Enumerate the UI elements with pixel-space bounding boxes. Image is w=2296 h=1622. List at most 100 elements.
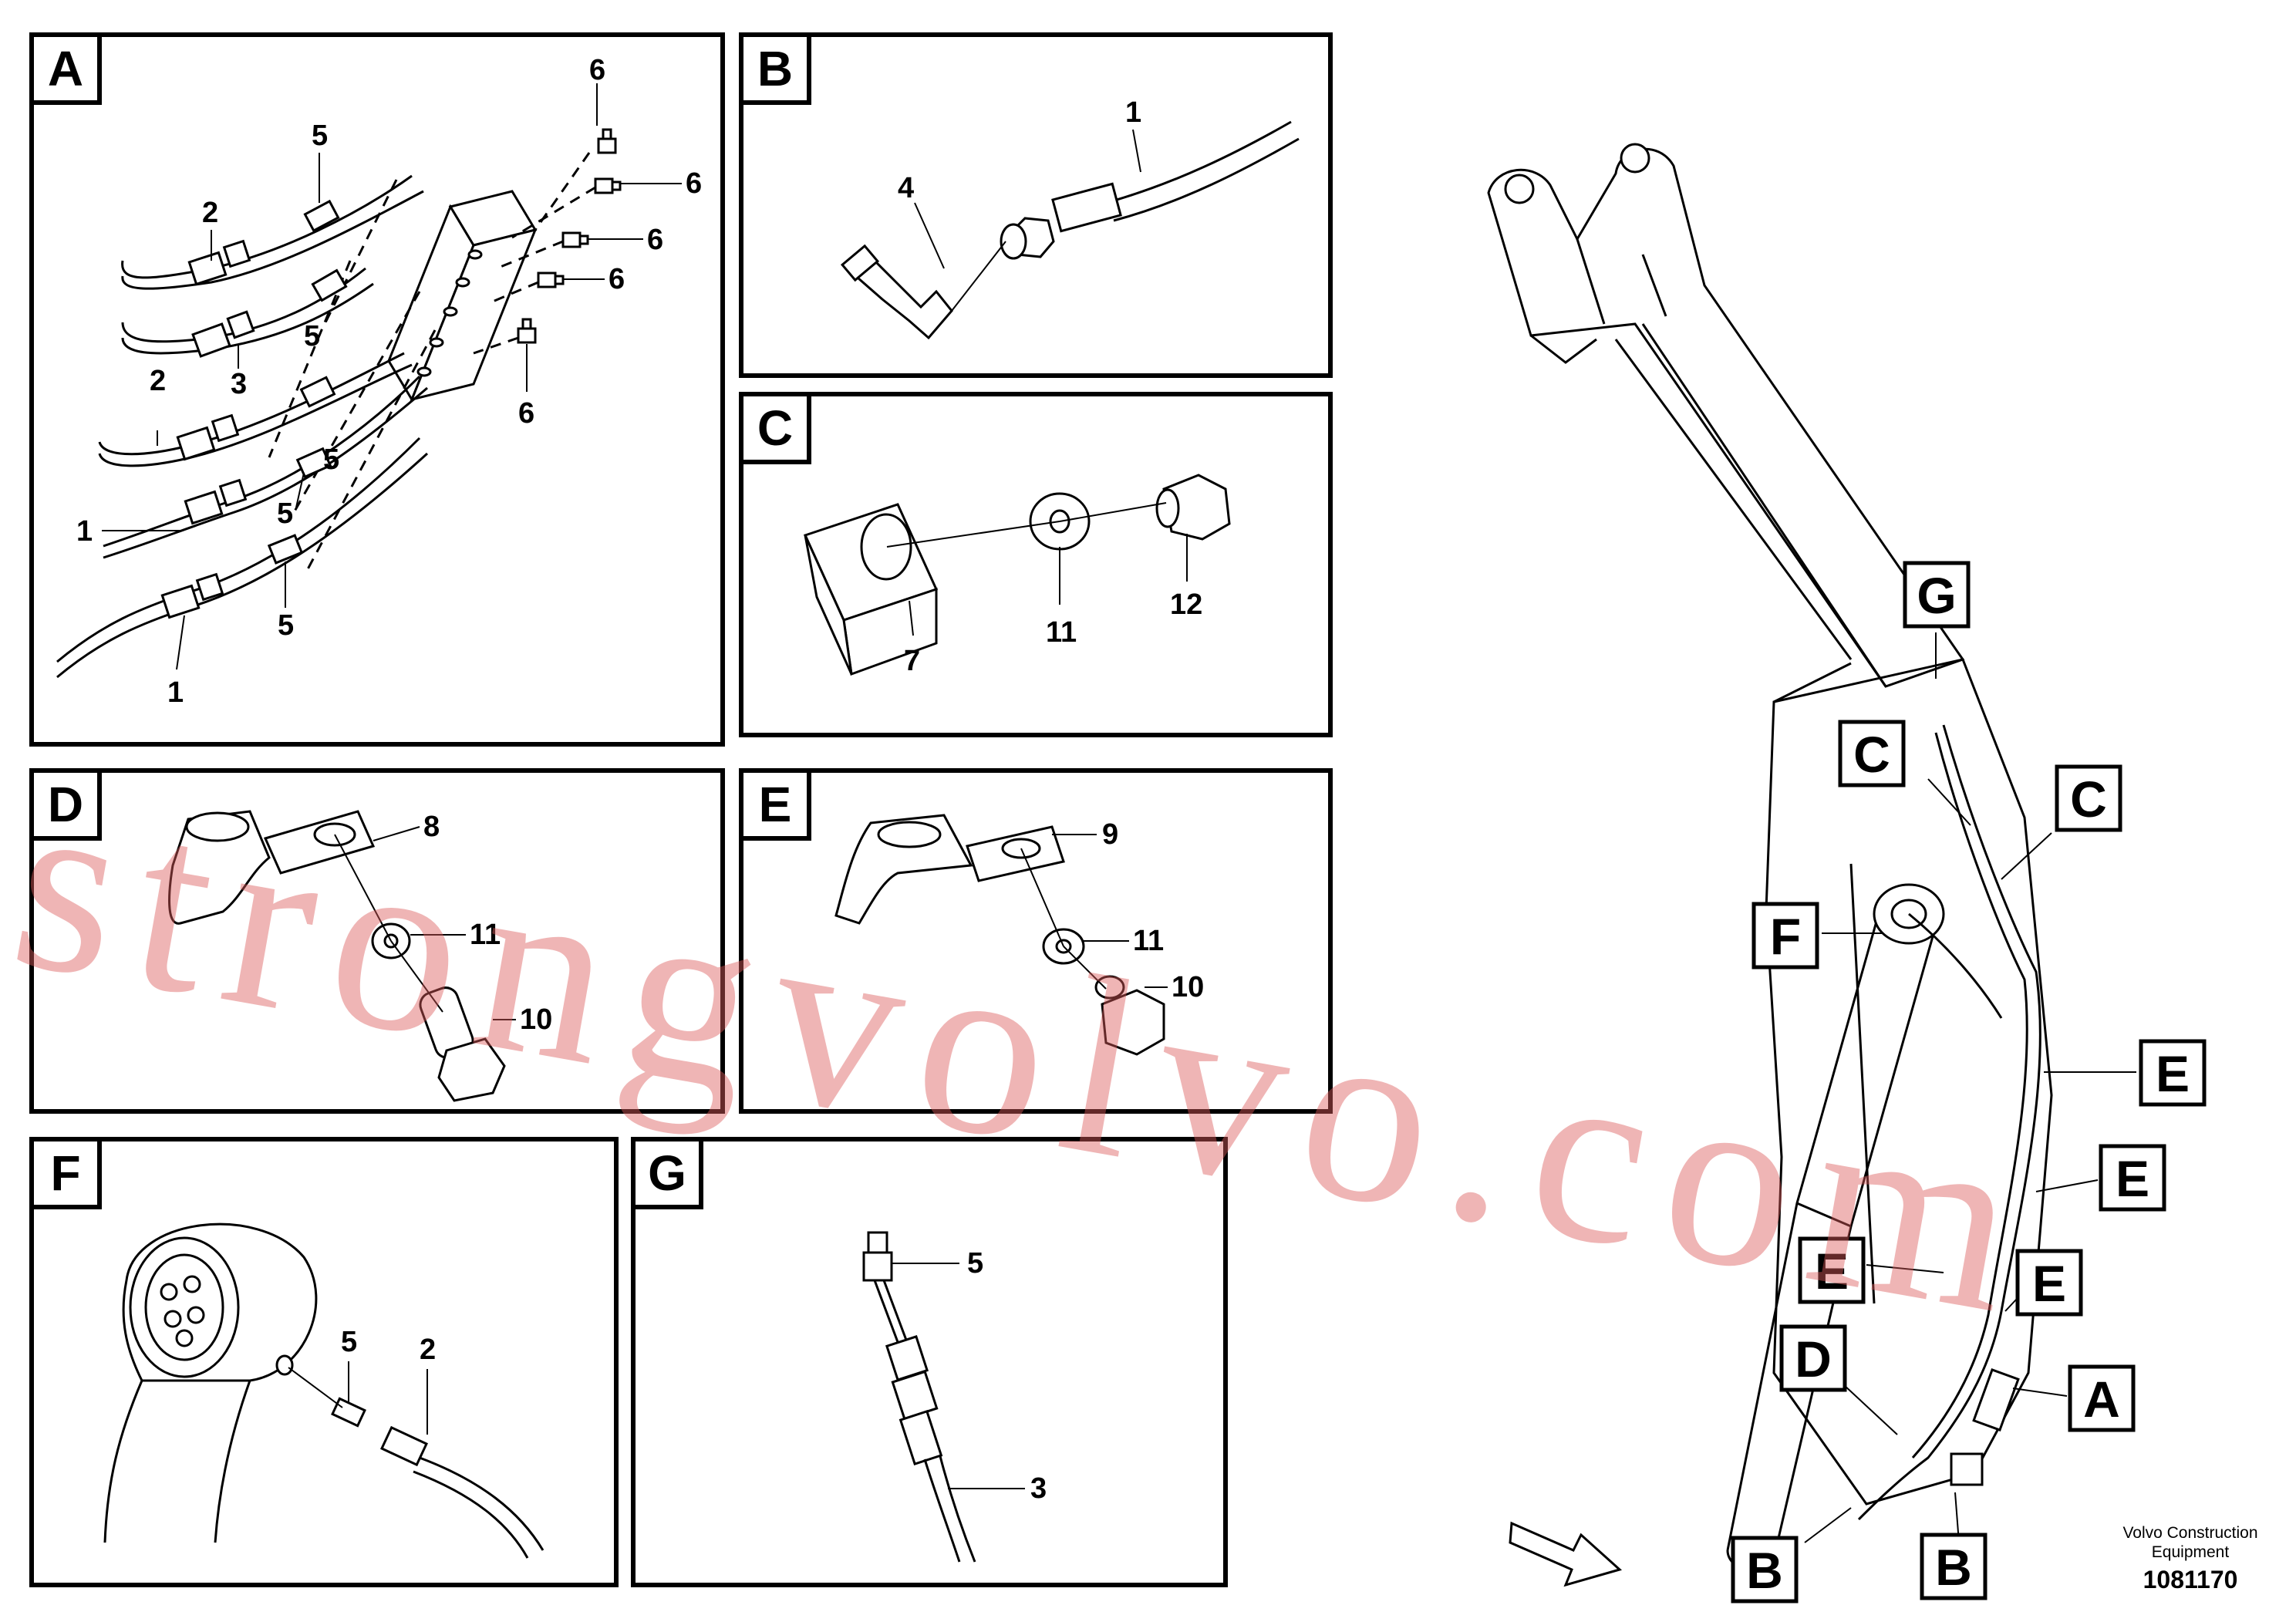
fitting-5 (267, 534, 304, 565)
callout-2: 2 (150, 365, 166, 397)
callout-6: 6 (518, 397, 534, 430)
svg-text:C: C (2070, 771, 2107, 828)
port (416, 366, 432, 377)
svg-text:E: E (1815, 1243, 1849, 1300)
panel-a-tag: A (34, 37, 102, 105)
panel-c-drawing: 7 11 12 (803, 474, 1231, 677)
plug-6 (597, 128, 617, 154)
overview-tag-e: E (2099, 1144, 2166, 1212)
svg-text:D: D (1795, 1330, 1832, 1388)
callout-5: 5 (312, 120, 328, 152)
callout-10: 10 (520, 1003, 552, 1036)
panel-f: F (29, 1137, 619, 1587)
plug-6 (594, 177, 622, 194)
fitting-3 (191, 310, 255, 358)
callout-5: 5 (967, 1247, 983, 1280)
callout-9: 9 (1102, 818, 1118, 851)
callout-5: 5 (323, 443, 339, 476)
panel-b-drawing: 4 1 (840, 96, 1300, 340)
callout-4: 4 (898, 172, 914, 204)
callout-2: 2 (202, 197, 218, 229)
port (429, 337, 444, 348)
panel-c: C 7 11 12 (739, 392, 1333, 737)
panel-e-drawing: 9 11 10 (834, 814, 1204, 1056)
bolt-10 (419, 986, 506, 1102)
callout-5: 5 (277, 497, 293, 530)
callout-11: 11 (1133, 925, 1164, 957)
svg-text:B: B (1935, 1539, 1972, 1596)
panel-b: B 4 1 (739, 32, 1333, 378)
svg-text:G: G (1917, 567, 1956, 624)
bracket-9 (834, 814, 1065, 925)
callout-7: 7 (904, 645, 920, 677)
callout-6: 6 (647, 224, 663, 256)
panel-f-drawing: 5 2 (103, 1222, 544, 1559)
fitting-1 (184, 478, 248, 525)
callout-5: 5 (278, 609, 294, 642)
callout-3: 3 (231, 368, 247, 400)
bracket-8 (168, 810, 376, 925)
overview-tag-b: B (1731, 1536, 1799, 1603)
svg-text:E: E (2032, 1255, 2066, 1312)
hose-fitting-1 (1000, 182, 1122, 260)
hose-fitting-3 (885, 1335, 976, 1563)
panel-f-tag: F (34, 1141, 102, 1209)
overview-tag-d: D (1779, 1324, 1847, 1392)
overview-tag-b: B (1920, 1533, 1988, 1600)
fitting-2 (176, 413, 240, 461)
fitting-5 (299, 376, 336, 408)
callout-5: 5 (341, 1326, 357, 1358)
panel-d: D 8 11 10 (29, 768, 725, 1114)
overview-tag-e: E (2015, 1249, 2083, 1317)
fitting-5 (303, 199, 340, 233)
callout-12: 12 (1170, 588, 1202, 621)
company-name: Volvo Construction Equipment (2122, 1524, 2258, 1561)
panel-g-drawing: 5 3 (862, 1231, 1047, 1563)
overview-tag-f: F (1752, 902, 1819, 969)
callout-1: 1 (167, 676, 184, 709)
panel-b-tag: B (743, 37, 811, 105)
panel-d-drawing: 8 11 10 (168, 810, 552, 1102)
fitting-5 (862, 1231, 909, 1343)
svg-text:A: A (2083, 1371, 2120, 1428)
port (455, 277, 470, 288)
panel-d-tag: D (34, 773, 102, 841)
port (467, 249, 483, 260)
plug-6 (517, 318, 537, 344)
svg-text:C: C (1853, 726, 1890, 783)
elbow-fitting-4 (840, 244, 953, 340)
fitting-5 (311, 268, 348, 302)
fitting-1 (160, 572, 224, 619)
svg-text:F: F (1770, 908, 1801, 965)
panel-c-tag: C (743, 396, 811, 464)
callout-11: 11 (1046, 616, 1077, 649)
hose-2 (380, 1425, 544, 1559)
overview-tag-e: E (2139, 1039, 2207, 1107)
callout-8: 8 (423, 811, 440, 843)
callout-1: 1 (1125, 96, 1141, 129)
callout-6: 6 (589, 54, 605, 86)
cylinder-eye (103, 1222, 318, 1543)
overview-tag-a: A (2068, 1364, 2136, 1432)
svg-text:E: E (2156, 1045, 2190, 1102)
callout-3: 3 (1030, 1472, 1047, 1505)
callout-1: 1 (76, 515, 93, 548)
panel-g-tag: G (636, 1141, 703, 1209)
panel-a-drawing: 6 6 6 6 6 5 5 5 5 5 2 2 3 1 1 (56, 54, 702, 709)
svg-text:E: E (2116, 1150, 2149, 1207)
panel-a: A (29, 32, 725, 747)
overview-tag-c: C (2055, 764, 2122, 832)
bolt-10 (1094, 975, 1165, 1056)
callout-6: 6 (609, 263, 625, 295)
callout-10: 10 (1172, 971, 1204, 1003)
bracket-7 (803, 503, 939, 676)
panel-e-tag: E (743, 773, 811, 841)
port (443, 306, 458, 317)
callout-2: 2 (420, 1334, 436, 1366)
panel-g: G 5 3 (631, 1137, 1228, 1587)
fitting-5 (295, 447, 332, 479)
fitting-2 (187, 239, 251, 286)
